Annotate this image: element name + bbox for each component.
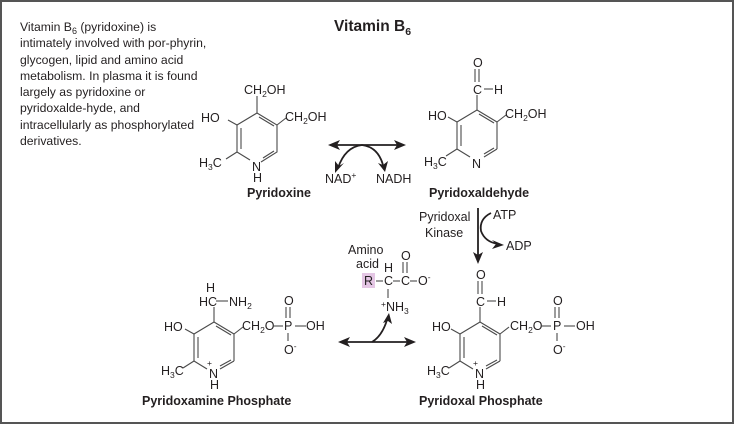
pyridoxaldehyde-aldehyde-oxygen: O — [473, 56, 483, 70]
pyridoxamine-ring-hydrogen: H — [210, 378, 219, 392]
pyridoxal-phosphate-aldehyde-oxygen: O — [476, 268, 486, 282]
pyridoxamine-phosphorus: P — [284, 319, 292, 333]
pyridoxal-phosphate-ominus: O- — [553, 341, 566, 357]
pyridoxine-right-group: CH2OH — [285, 110, 327, 126]
pyridoxine-name: Pyridoxine — [247, 186, 311, 200]
intro-subscript: 6 — [71, 26, 77, 36]
pyridoxamine-phosphate-o: O — [284, 294, 294, 308]
transamination-head-right — [404, 337, 416, 347]
pyridoxaldehyde-right-group: CH2OH — [505, 107, 547, 123]
pyridoxamine-methyl: H3C — [161, 364, 184, 380]
amino-acid-label-line1: Amino — [348, 243, 383, 257]
pyridoxamine-ch2o: CH2O — [242, 319, 275, 335]
pyridoxamine-hc: HC — [199, 295, 217, 309]
pyridoxine-hydroxyl: HO — [201, 111, 220, 125]
carboxylate-oxygen: O- — [418, 272, 431, 288]
intro-paragraph: Vitamin B6 (pyridoxine) is intimately in… — [20, 19, 210, 149]
pyridoxal-phosphate-ch2o: CH2O — [510, 319, 543, 335]
nadh-label: NADH — [376, 172, 411, 186]
pyridoxal-phosphate-aldehyde-carbon: C — [476, 295, 485, 309]
pyridoxal-phosphate-oh: OH — [576, 319, 595, 333]
pyridoxaldehyde-aldehyde-carbon: C — [473, 83, 482, 97]
pyridoxal-phosphate-name: Pyridoxal Phosphate — [419, 394, 543, 408]
pyridoxine-ring-hydrogen: H — [253, 171, 262, 185]
intro-prefix: Vitamin B — [20, 20, 72, 34]
pyridoxal-phosphate-hydroxyl: HO — [432, 320, 451, 334]
r-group-highlight — [362, 273, 375, 288]
pyridoxamine-ring — [182, 300, 244, 370]
arrow-head-left — [328, 140, 340, 150]
cofactor-head-right — [378, 161, 388, 172]
kinase-arrow-head — [473, 252, 483, 264]
pyridoxaldehyde-methyl: H3C — [424, 155, 447, 171]
pyridoxal-phosphate-o: O — [553, 294, 563, 308]
title-text: Vitamin B — [334, 18, 406, 35]
pyridoxal-phosphate-ring-charge: + — [473, 358, 478, 368]
enzyme-label-line1: Pyridoxal — [419, 210, 470, 224]
carbonyl-oxygen: O — [401, 249, 411, 263]
pyridoxaldehyde-ring-nitrogen: N — [472, 157, 481, 171]
amino-acid-label-line2: acid — [356, 257, 379, 271]
pyridoxine-ring — [225, 96, 287, 163]
amino-group: +NH3 — [381, 299, 409, 316]
amino-acid-structure: Amino acid R H C C O O- +NH3 — [348, 243, 431, 316]
pyridoxamine-phosphate-ominus: O- — [284, 341, 297, 357]
atp-label: ATP — [493, 208, 516, 222]
pyridoxine-top-group: CH2OH — [244, 83, 286, 99]
transamination-head-left — [338, 337, 350, 347]
oxidation-reaction: NAD+ NADH — [325, 140, 411, 186]
amino-acid-arrow-head — [383, 313, 392, 324]
pyridoxamine-phosphate-structure: H HC NH2 HO CH2O P OH O O- H3C + N H Pyr… — [142, 281, 325, 408]
pyridoxaldehyde-name: Pyridoxaldehyde — [429, 186, 529, 200]
pyridoxamine-ring-nitrogen: N — [209, 367, 218, 381]
title-subscript: 6 — [405, 26, 412, 38]
pyridoxaldehyde-hydroxyl: HO — [428, 109, 447, 123]
pyridoxaldehyde-ring — [445, 69, 507, 158]
pyridoxamine-phosphate-oh: OH — [306, 319, 325, 333]
pyridoxamine-alpha-hydrogen: H — [206, 281, 215, 295]
amino-acid-curve-arrow — [371, 319, 388, 343]
pyridoxine-structure: CH2OH CH2OH HO H3C N H Pyridoxine — [199, 83, 327, 200]
nad-plus-label: NAD+ — [325, 170, 356, 186]
arrow-head-right — [394, 140, 406, 150]
adp-arrow-head — [492, 240, 504, 249]
cofactor-curve-arrow — [337, 144, 384, 169]
carboxyl-carbon: C — [401, 274, 410, 288]
pyridoxal-phosphate-ring-nitrogen: N — [475, 367, 484, 381]
alpha-hydrogen: H — [384, 261, 393, 275]
pyridoxamine-ring-charge: + — [207, 358, 212, 368]
pyridoxal-phosphate-ring — [448, 281, 510, 370]
r-group: R — [364, 274, 373, 288]
pyridoxine-ring-nitrogen: N — [252, 160, 261, 174]
alpha-carbon: C — [384, 274, 393, 288]
pyridoxal-phosphate-methyl: H3C — [427, 364, 450, 380]
pyridoxamine-hydroxyl: HO — [164, 320, 183, 334]
transamination-reaction — [338, 313, 416, 347]
intro-body: (pyridoxine) is intimately involved with… — [20, 20, 207, 149]
pyridoxamine-amine: NH2 — [229, 295, 252, 311]
pyridoxine-methyl: H3C — [199, 156, 222, 172]
pyridoxal-phosphate-aldehyde-hydrogen: H — [497, 295, 506, 309]
pyridoxaldehyde-aldehyde-hydrogen: H — [494, 83, 503, 97]
atp-adp-curve — [479, 212, 499, 245]
cofactor-head-left — [335, 161, 344, 173]
phosphorylation-reaction: Pyridoxal Kinase ATP ADP — [419, 208, 532, 264]
figure-title: Vitamin B6 — [334, 18, 412, 38]
pyridoxamine-phosphate-name: Pyridoxamine Phosphate — [142, 394, 291, 408]
pyridoxal-phosphate-phosphorus: P — [553, 319, 561, 333]
enzyme-label-line2: Kinase — [425, 226, 463, 240]
pyridoxal-phosphate-structure: O C H HO CH2O P OH O O- H3C + N H Pyrido… — [419, 268, 595, 408]
pyridoxal-phosphate-ring-hydrogen: H — [476, 378, 485, 392]
adp-label: ADP — [506, 239, 532, 253]
pyridoxaldehyde-structure: O C H CH2OH HO H3C N Pyridoxaldehyde — [424, 56, 547, 200]
